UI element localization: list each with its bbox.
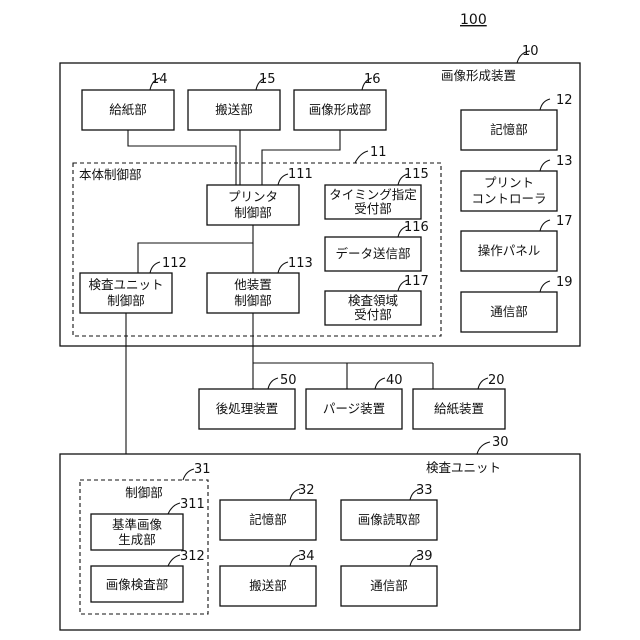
leader-30 <box>477 442 490 454</box>
reference-image-generator-label-2: 生成部 <box>118 532 156 547</box>
other-device-control-label-2: 制御部 <box>234 293 272 308</box>
paper-supply-label: 給紙装置 <box>434 401 484 416</box>
inspection-control-label: 制御部 <box>125 485 163 500</box>
purge-device-label: パージ装置 <box>323 401 385 416</box>
data-transmitter-label: データ送信部 <box>335 246 410 261</box>
ref-117: 117 <box>404 274 429 289</box>
ref-116: 116 <box>404 220 429 235</box>
ref-115: 115 <box>404 167 429 182</box>
ref-19: 19 <box>556 275 573 290</box>
transport-label: 搬送部 <box>215 102 253 117</box>
ref-39: 39 <box>416 549 433 564</box>
region-receiver-label-1: 検査領域 <box>348 293 398 308</box>
ref-31: 31 <box>194 462 211 477</box>
ref-15: 15 <box>259 72 276 87</box>
ref-113: 113 <box>288 256 313 271</box>
printer-control-label-1: プリンタ <box>228 189 278 204</box>
paper-feed-label: 給紙部 <box>109 102 147 117</box>
communication-label: 通信部 <box>490 304 528 319</box>
ref-17: 17 <box>556 214 573 229</box>
print-controller-label-2: コントローラ <box>471 191 546 206</box>
ref-50: 50 <box>280 373 297 388</box>
inspection-unit-label: 検査ユニット <box>426 460 501 475</box>
reference-image-generator-label-1: 基準画像 <box>112 517 163 532</box>
inspection-storage-label: 記憶部 <box>249 512 287 527</box>
leader-40 <box>375 378 385 389</box>
ref-16: 16 <box>364 72 381 87</box>
region-receiver-label-2: 受付部 <box>354 307 392 322</box>
figure-number: 100 <box>460 12 487 28</box>
post-processing-label: 後処理装置 <box>216 401 279 416</box>
ref-32: 32 <box>298 483 315 498</box>
printer-control-label-2: 制御部 <box>234 205 272 220</box>
inspection-unit-control-label-2: 制御部 <box>107 293 145 308</box>
image-reader-label: 画像読取部 <box>358 512 421 527</box>
ref-33: 33 <box>416 483 433 498</box>
other-device-control-label-1: 他装置 <box>234 277 272 292</box>
inspection-communication-label: 通信部 <box>370 578 408 593</box>
ref-10: 10 <box>522 44 539 59</box>
ref-311: 311 <box>180 497 205 512</box>
ref-112: 112 <box>162 256 187 271</box>
operation-panel-label: 操作パネル <box>478 243 541 258</box>
storage-label: 記憶部 <box>490 122 528 137</box>
image-inspection-label: 画像検査部 <box>106 577 169 592</box>
ref-20: 20 <box>488 373 505 388</box>
main-control-label: 本体制御部 <box>79 167 142 182</box>
image-forming-unit-label: 画像形成部 <box>309 102 372 117</box>
inspection-transport-label: 搬送部 <box>249 578 287 593</box>
image-forming-device-label: 画像形成装置 <box>441 68 516 83</box>
ref-34: 34 <box>298 549 315 564</box>
ref-14: 14 <box>151 72 168 87</box>
inspection-unit-control-label-1: 検査ユニット <box>88 277 163 292</box>
ref-11: 11 <box>370 145 387 160</box>
ref-312: 312 <box>180 549 205 564</box>
leader-50 <box>268 378 278 389</box>
ref-30: 30 <box>492 435 509 450</box>
ref-111: 111 <box>288 167 313 182</box>
ref-40: 40 <box>386 373 403 388</box>
ref-12: 12 <box>556 93 573 108</box>
print-controller-label-1: プリント <box>484 175 534 190</box>
timing-receiver-label-2: 受付部 <box>354 201 392 216</box>
timing-receiver-label-1: タイミング指定 <box>329 187 417 202</box>
leader-20 <box>478 378 488 389</box>
ref-13: 13 <box>556 154 573 169</box>
